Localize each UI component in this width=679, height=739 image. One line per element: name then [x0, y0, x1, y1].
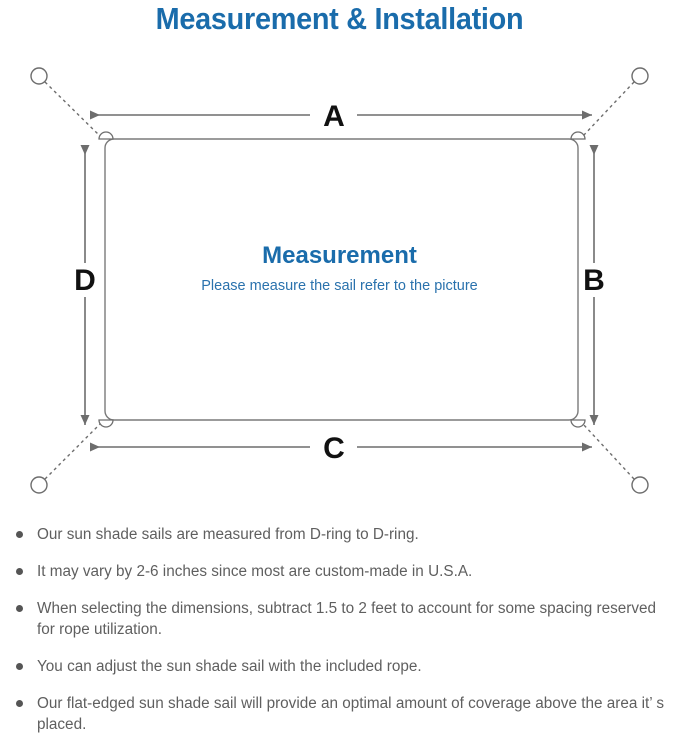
rope-lines — [44, 81, 635, 480]
rope-top-right — [582, 81, 635, 137]
anchor-ring-bottom-left — [30, 476, 48, 494]
dimension-label-a: A — [323, 100, 345, 133]
page-title: Measurement & Installation — [155, 1, 524, 36]
bullet-icon — [16, 700, 23, 707]
bullet-icon — [16, 663, 23, 670]
sail-diagram: A C D B — [0, 45, 679, 515]
d-ring-bottom-left — [98, 419, 114, 428]
dimension-label-d: D — [74, 264, 96, 297]
d-ring-top-left — [98, 131, 114, 140]
bullet-icon — [16, 568, 23, 575]
note-text: When selecting the dimensions, subtract … — [37, 600, 657, 638]
note-text: You can adjust the sun shade sail with t… — [37, 658, 422, 675]
list-item: You can adjust the sun shade sail with t… — [10, 656, 675, 677]
rope-bottom-left — [44, 423, 101, 480]
note-text: Our flat-edged sun shade sail will provi… — [37, 695, 664, 733]
sail-shape — [104, 138, 579, 421]
dimension-label-c: C — [323, 432, 345, 465]
d-ring-top-right — [570, 131, 586, 140]
note-text: It may vary by 2-6 inches since most are… — [37, 563, 473, 580]
dimension-label-b: B — [583, 264, 605, 297]
anchor-ring-top-left — [30, 67, 48, 85]
bullet-icon — [16, 531, 23, 538]
anchor-ring-top-right — [631, 67, 649, 85]
notes-list: Our sun shade sails are measured from D-… — [10, 524, 675, 735]
bullet-icon — [16, 605, 23, 612]
list-item: Our sun shade sails are measured from D-… — [10, 524, 675, 545]
rope-bottom-right — [582, 423, 635, 480]
note-text: Our sun shade sails are measured from D-… — [37, 526, 419, 543]
list-item: It may vary by 2-6 inches since most are… — [10, 561, 675, 582]
anchor-ring-bottom-right — [631, 476, 649, 494]
rope-top-left — [44, 81, 101, 137]
d-ring-bottom-right — [570, 419, 586, 428]
list-item: Our flat-edged sun shade sail will provi… — [10, 693, 675, 735]
list-item: When selecting the dimensions, subtract … — [10, 598, 675, 640]
